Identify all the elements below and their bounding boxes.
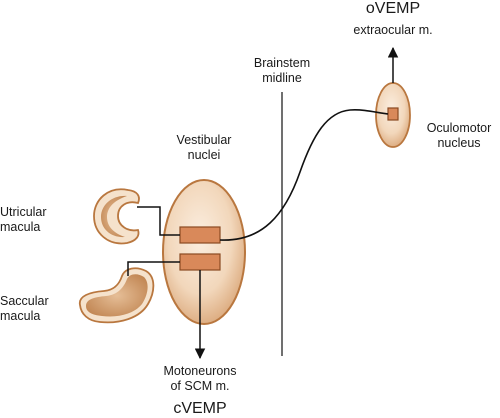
label-oculomotor-line1: Oculomotor <box>426 121 492 135</box>
label-saccular-line2: macula <box>0 309 41 323</box>
saccular-macula-shape <box>78 267 155 324</box>
utricular-macula-shape <box>93 188 140 245</box>
vestibular-box-upper <box>179 226 221 244</box>
label-oculomotor-nucleus: Oculomotor nucleus <box>418 121 500 151</box>
label-extraocular: extraocular m. <box>353 23 433 37</box>
label-brainstem-line1: Brainstem <box>253 56 311 70</box>
label-motoneurons: Motoneurons of SCM m. <box>148 364 252 394</box>
vestibular-box-lower <box>179 253 221 271</box>
label-motoneurons-line1: Motoneurons <box>163 364 237 378</box>
crossed-pathway <box>219 109 389 241</box>
label-vestibular-line1: Vestibular <box>176 133 232 147</box>
label-vestibular-line2: nuclei <box>187 148 221 162</box>
label-ovemp: oVEMP <box>365 0 421 17</box>
label-brainstem-midline: Brainstem midline <box>240 56 324 86</box>
label-utricular-line1: Utricular <box>0 205 47 219</box>
label-brainstem-line2: midline <box>262 71 302 85</box>
vestibular-nuclei-shape <box>162 179 246 325</box>
label-utricular-line2: macula <box>0 220 41 234</box>
oculomotor-box <box>387 107 399 121</box>
label-vestibular-nuclei: Vestibular nuclei <box>162 133 246 163</box>
label-cvemp: cVEMP <box>173 400 227 417</box>
utricle-connector <box>137 206 180 236</box>
label-oculomotor-line2: nucleus <box>437 136 481 150</box>
label-motoneurons-line2: of SCM m. <box>170 379 230 393</box>
label-utricular-macula: Utricular macula <box>0 205 70 235</box>
saccule-connector <box>127 261 180 276</box>
label-saccular-macula: Saccular macula <box>0 294 70 324</box>
label-saccular-line1: Saccular <box>0 294 49 308</box>
